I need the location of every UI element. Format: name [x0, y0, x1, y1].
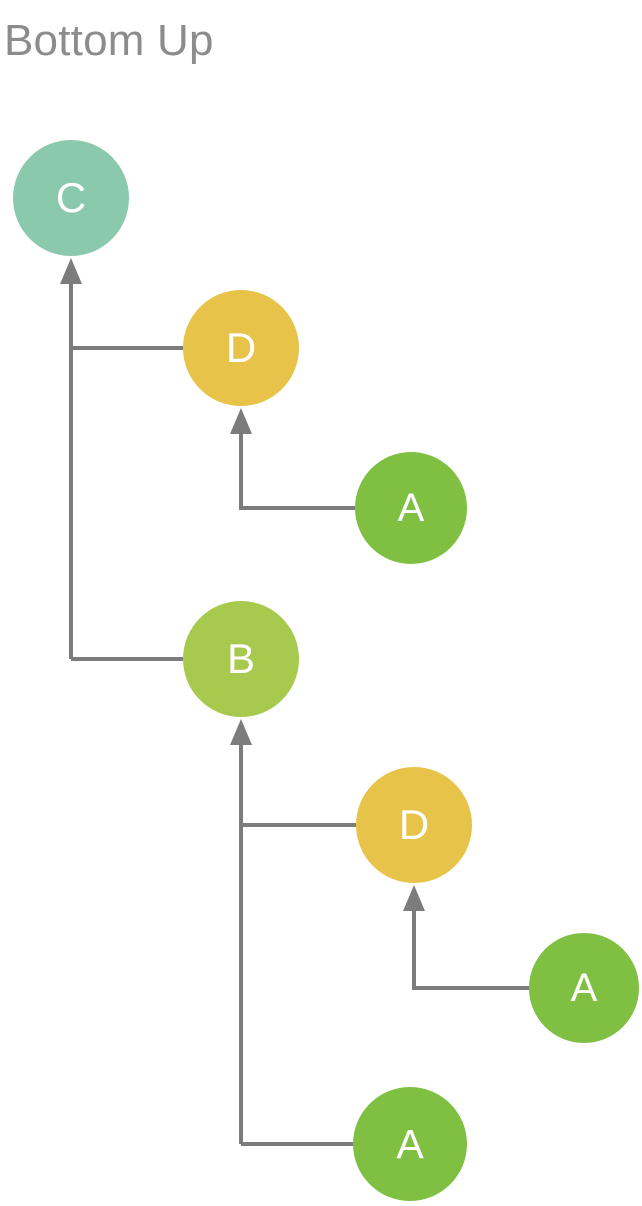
edge-arrowhead — [60, 258, 82, 284]
edge-arrowhead — [403, 885, 425, 911]
node-c-root[interactable]: C — [13, 140, 129, 256]
node-label: A — [397, 486, 425, 530]
node-d-lower[interactable]: D — [356, 767, 472, 883]
edge-arrowhead — [230, 408, 252, 434]
node-label: D — [398, 801, 430, 848]
edge-line — [412, 910, 529, 990]
node-label: C — [55, 174, 87, 221]
node-b-mid[interactable]: B — [183, 601, 299, 717]
node-label: D — [225, 324, 257, 371]
node-a-upper[interactable]: A — [355, 452, 467, 564]
node-label: A — [396, 1120, 424, 1167]
page-title: Bottom Up — [4, 16, 214, 65]
node-label: B — [226, 635, 255, 682]
edge-line — [239, 433, 355, 510]
node-label: A — [570, 966, 598, 1010]
node-a-bottom[interactable]: A — [353, 1087, 467, 1201]
node-a-lower[interactable]: A — [529, 933, 639, 1043]
edge-arrowhead — [230, 719, 252, 745]
node-d-upper[interactable]: D — [183, 290, 299, 406]
